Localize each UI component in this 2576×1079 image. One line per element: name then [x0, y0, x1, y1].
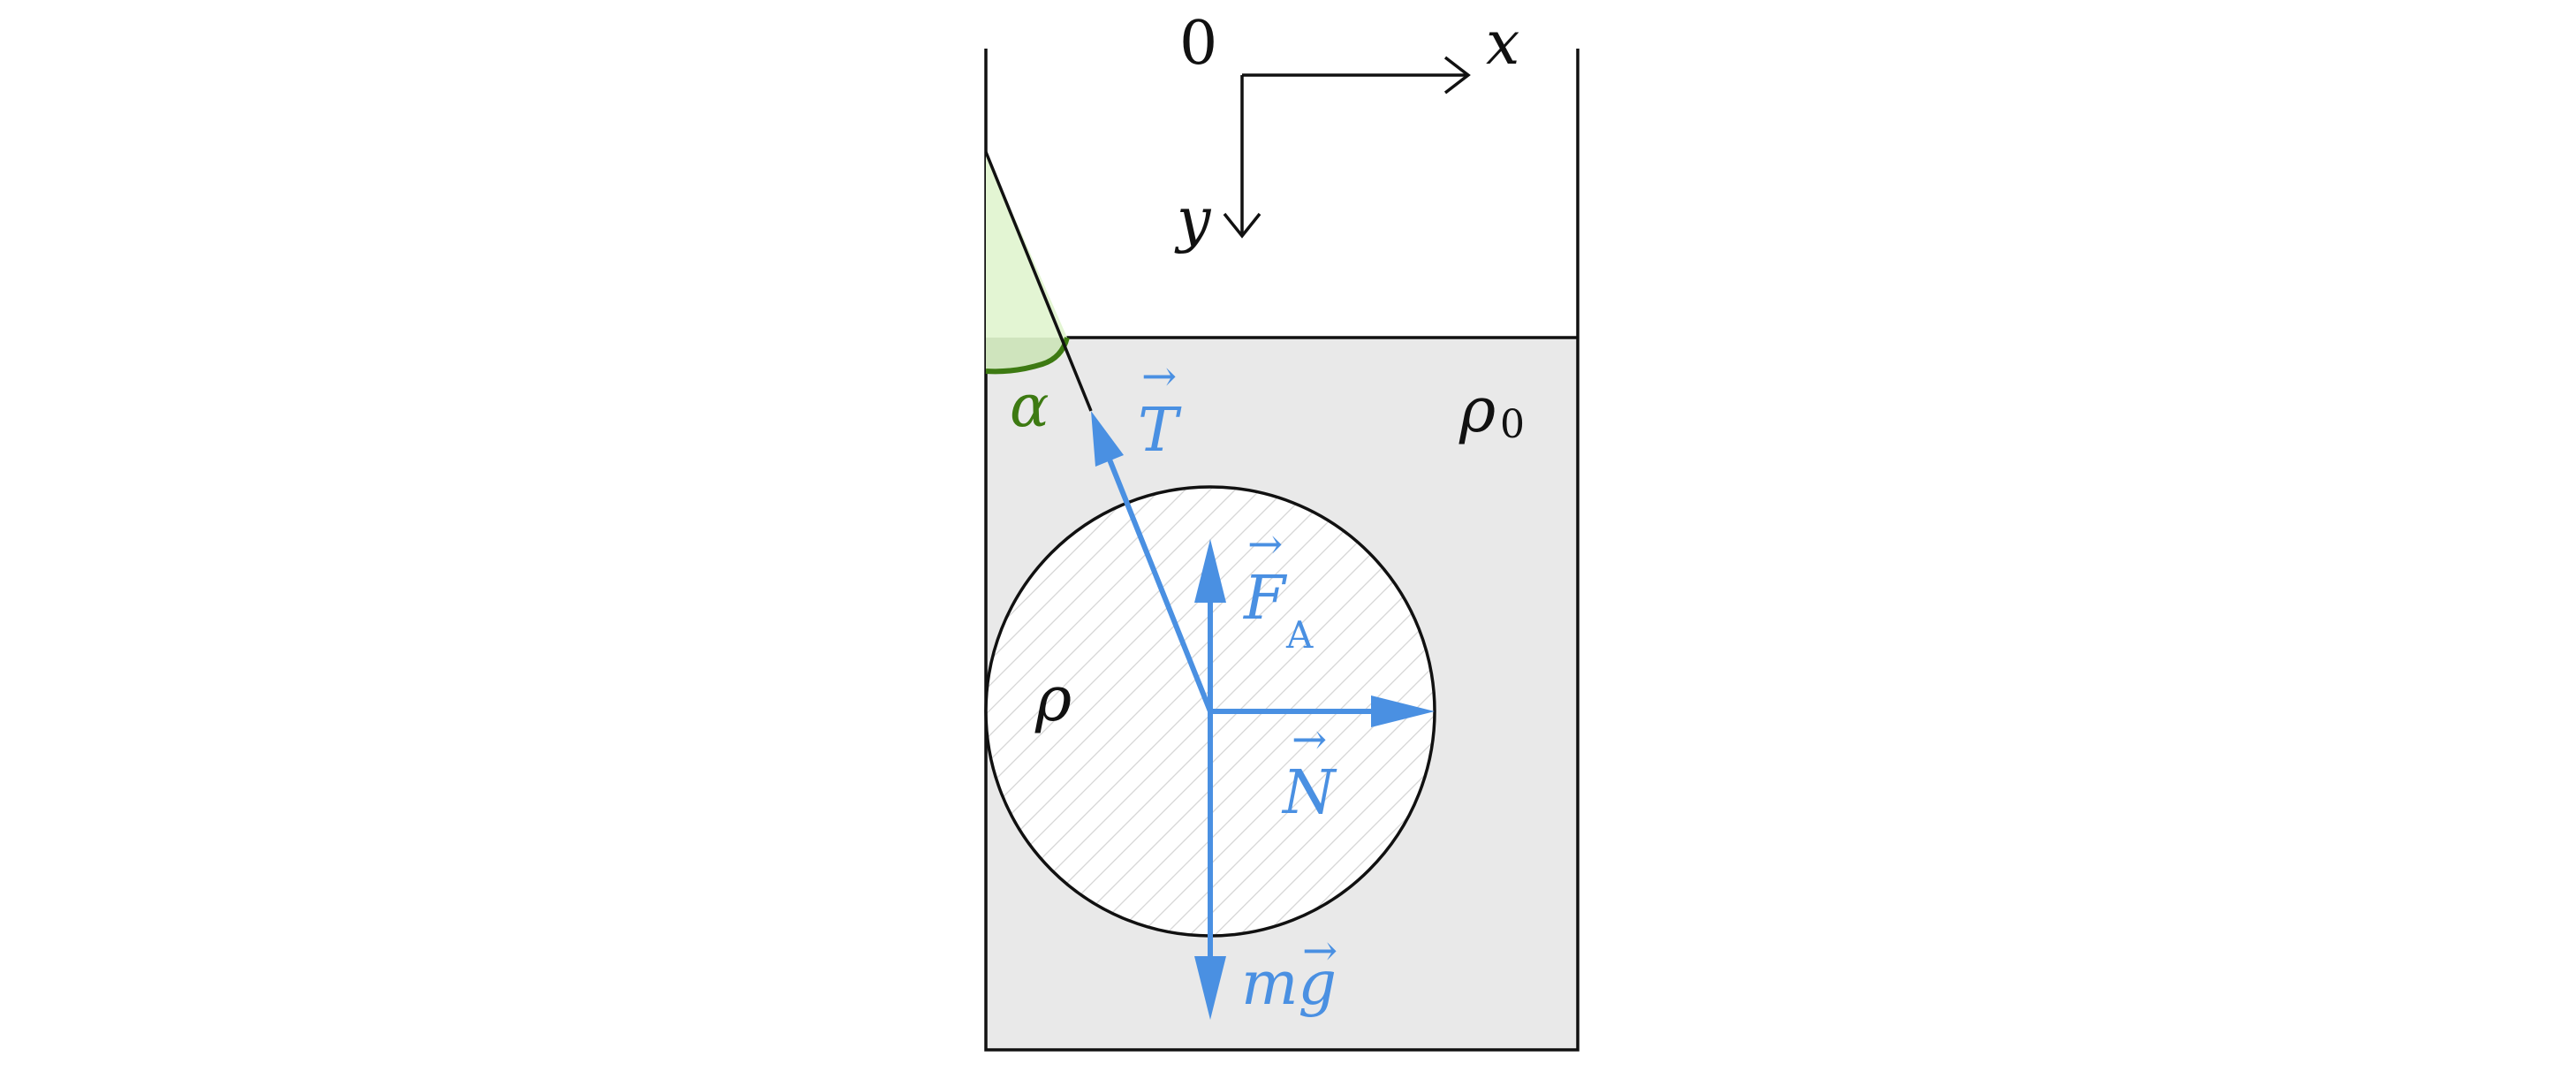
angle-label: α [1010, 372, 1049, 440]
x-arrowhead [1443, 56, 1471, 95]
thread [984, 151, 1093, 412]
normal-arrow-accent: → [1292, 715, 1327, 764]
x-axis-label: x [1486, 9, 1519, 79]
archimedes-subscript: A [1285, 613, 1314, 657]
archimedes-arrow-accent: → [1247, 520, 1283, 569]
archimedes-vector [1194, 539, 1226, 711]
normal-label: N [1281, 758, 1337, 828]
tension-vector [1091, 411, 1213, 713]
liquid-density-symbol: ρ [1458, 374, 1496, 446]
tension-label: T [1138, 396, 1182, 466]
angle-arc [985, 337, 1070, 375]
archimedes-label: F [1242, 564, 1288, 634]
angle-sector [986, 338, 1067, 372]
ball-density-symbol: ρ [1034, 663, 1072, 735]
y-axis-label: y [1174, 186, 1212, 255]
origin-label: 0 [1179, 9, 1217, 79]
gravity-vector [1194, 711, 1226, 1020]
y-arrowhead [1223, 212, 1261, 239]
liquid-density-subscript: 0 [1500, 402, 1525, 447]
gravity-arrow-accent: → [1302, 926, 1337, 976]
gravity-label: mg [1241, 949, 1337, 1019]
vessel [984, 49, 1580, 1052]
tension-arrow-accent: → [1141, 352, 1177, 401]
angle-fill [986, 152, 1067, 371]
coordinate-axes [1223, 56, 1471, 239]
normal-vector [1210, 695, 1435, 727]
